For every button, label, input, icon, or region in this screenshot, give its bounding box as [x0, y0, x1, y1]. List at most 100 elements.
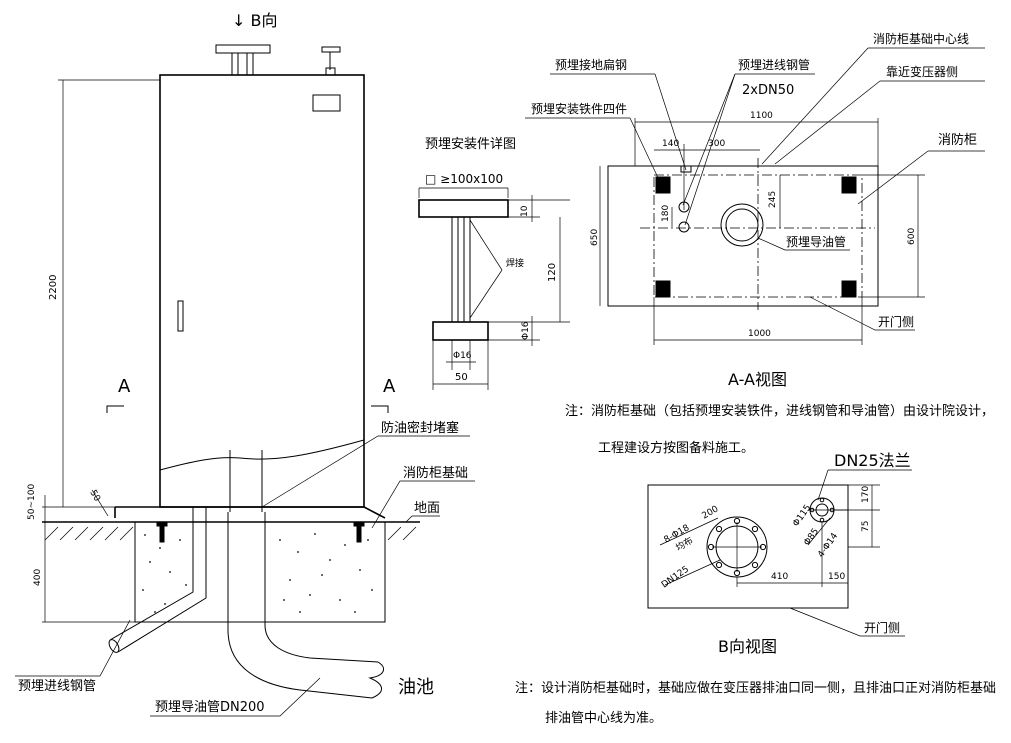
dim-phi16h-text: Φ16: [453, 351, 472, 361]
label-near-transformer: 靠近变压器侧: [886, 64, 958, 79]
label-embedded-parts: 预埋安装铁件四件: [531, 101, 627, 116]
oil-pool-label: 油池: [398, 677, 434, 698]
aa-oil-pipe-inner: [725, 208, 759, 242]
b-foundation-outline: [647, 484, 849, 609]
label-seal: 防油密封堵塞: [381, 420, 459, 436]
oil-pipe-inner: [264, 512, 379, 663]
embedded-part-right-bar: [356, 525, 362, 543]
dim-400-text: 400: [33, 569, 43, 586]
dim-dn125: DN125: [660, 565, 691, 591]
aa-note-line2: 工程建设方按图备料施工。: [598, 440, 754, 456]
label-cabinet: 消防柜: [938, 132, 977, 148]
label-center-line: 消防柜基础中心线: [873, 31, 969, 46]
label-aa-door-side: 开门侧: [878, 314, 914, 329]
section-aa-view: 预埋接地扁钢 预埋进线钢管 2xDN50 消防柜基础中心线 靠近变压器侧 预埋安…: [525, 31, 994, 456]
aa-embedded-part-bl: [655, 280, 671, 298]
leader-foundation: [371, 480, 475, 529]
dim-150: 150: [828, 572, 845, 582]
b-dn125-leader: [664, 559, 721, 586]
section-a-right-mark: [371, 405, 389, 413]
label-foundation: 消防柜基础: [403, 465, 468, 481]
leader-oil-pipe: [150, 677, 321, 717]
dim-50-leader: [91, 489, 109, 517]
weld-leader-2: [469, 269, 503, 319]
leader-cable-pipe: [15, 619, 131, 677]
dim-600-text: 600: [907, 228, 917, 245]
b-small-bolt-3: [819, 517, 825, 523]
top-flange: [215, 44, 271, 54]
cable-pipe-right-edge: [117, 507, 207, 653]
cabinet-nameplate: [312, 94, 341, 112]
label-ground: 地面: [414, 501, 440, 516]
main-elevation-view: ↓ B向 2200 A A: [15, 11, 475, 717]
oil-pipe-break: [368, 661, 385, 699]
section-a-left-mark: [106, 405, 124, 413]
aa-embedded-part-tl: [655, 176, 671, 194]
break-line: [159, 439, 365, 471]
leader-near-transformer: [774, 80, 881, 165]
detail-web: [451, 216, 471, 323]
weld-label: 焊接: [506, 257, 524, 269]
weld-leader-1: [469, 219, 503, 271]
dim-1000-text: 1000: [748, 329, 771, 339]
leader-seal: [261, 435, 470, 508]
dim-phi16v-text: Φ16: [521, 321, 531, 340]
concrete-speckle: [142, 533, 373, 613]
b-note-line1: 注：设计消防柜基础时，基础应做在变压器排油口同一侧，且排油口正对消防柜基础: [515, 680, 996, 696]
aa-ground-flat-steel: [680, 165, 692, 173]
dim-10-text: 10: [520, 205, 530, 217]
dim-120-text: 120: [547, 263, 558, 282]
leader-aa-oil-pipe: [757, 237, 850, 251]
dim-4phi14: 4-Φ14: [816, 531, 840, 559]
label-cable-pipe: 预埋进线钢管: [18, 679, 96, 694]
leader-center-line: [761, 47, 869, 165]
leader-cable-pipe-aa-2: [684, 73, 736, 226]
embedded-part-left-bar: [159, 525, 165, 543]
b-big-flange-dim-leader: [659, 517, 719, 546]
aa-cable-pipe-2: [678, 221, 690, 233]
leader-cabinet: [857, 150, 929, 205]
plinth-right: [363, 506, 386, 519]
label-cable-pipe-spec: 2xDN50: [742, 83, 794, 98]
aa-title: A-A视图: [728, 370, 787, 389]
cabinet-handle: [177, 300, 184, 332]
b-small-bolt-1: [819, 497, 825, 503]
cable-pipe-left-edge: [109, 507, 194, 641]
dim-50-detail-text: 50: [455, 372, 468, 383]
aa-embedded-part-br: [841, 280, 857, 298]
cabinet-body: [159, 74, 365, 508]
dim-75: 75: [861, 521, 871, 532]
b-view: DN25法兰 8-Φ18 均布 200 DN125: [515, 451, 996, 726]
label-oil-pipe: 预埋导油管DN200: [155, 700, 265, 715]
aa-cable-pipe-1: [678, 201, 690, 213]
detail-top-plate: [418, 199, 509, 218]
dim-50-text: 50: [87, 489, 102, 504]
detail-title: 预埋安装件详图: [425, 137, 516, 152]
b-flange-label: DN25法兰: [834, 451, 911, 470]
leader-cable-pipe-aa-1: [682, 73, 736, 206]
dim-140-text: 140: [662, 139, 679, 149]
label-cable-pipe-aa: 预埋进线钢管: [738, 57, 810, 72]
dim-410: 410: [771, 572, 788, 582]
b-small-dim-leader: [807, 517, 831, 546]
label-ground-flat-steel: 预埋接地扁钢: [555, 57, 627, 72]
ground-hatch-left: [44, 526, 134, 541]
dim-170: 170: [861, 486, 871, 503]
aa-embedded-part-tr: [841, 176, 857, 194]
label-aa-oil-pipe: 预埋导油管: [786, 234, 846, 249]
leader-aa-door-side: [809, 296, 915, 331]
top-valve-cap: [321, 46, 341, 53]
dim-2200-text: 2200: [48, 275, 59, 300]
label-b-door-side: 开门侧: [864, 620, 900, 635]
dim-phi85: Φ85: [802, 527, 821, 548]
section-a-right: A: [383, 376, 396, 397]
dim-1100-text: 1100: [750, 111, 773, 121]
b-note-line2: 排油管中心线为准。: [545, 711, 662, 726]
embedded-part-right-plate: [353, 521, 365, 527]
dim-180-text: 180: [661, 205, 671, 222]
dim-650-text: 650: [590, 229, 600, 246]
dim-50-100-text: 50~100: [27, 484, 37, 520]
leader-b-door-side: [789, 607, 905, 637]
detail-plate-size: □ ≥100x100: [425, 172, 503, 186]
